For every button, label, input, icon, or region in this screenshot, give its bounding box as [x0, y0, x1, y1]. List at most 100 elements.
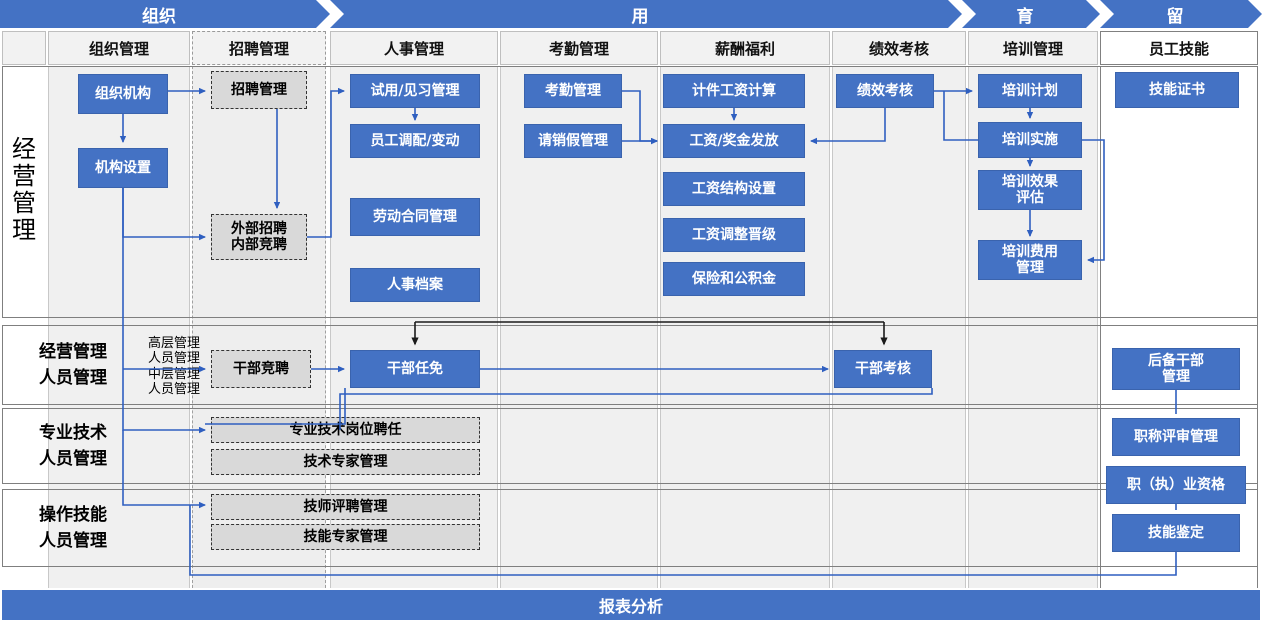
node-label: 内部竞聘 — [231, 237, 287, 253]
node-label: 培训效果 — [1002, 173, 1058, 190]
column-header-recruit-mgmt[interactable]: 招聘管理 — [192, 31, 326, 65]
node-label: 干部竞聘 — [233, 360, 289, 377]
node-label: 招聘管理 — [231, 81, 287, 98]
phase-chevron-4: 留 — [1100, 0, 1262, 28]
column-header-performance[interactable]: 绩效考核 — [832, 31, 966, 65]
node-label: 劳动合同管理 — [373, 208, 457, 225]
node-title-review-mgmt[interactable]: 职称评审管理 — [1112, 418, 1240, 456]
column-header-label: 薪酬福利 — [714, 39, 775, 58]
row-label-char: 理 — [12, 215, 36, 244]
phase-chevron-2: 用 — [330, 0, 962, 28]
phase-chevron-label: 组织 — [142, 6, 176, 27]
node-label: 培训计划 — [1002, 82, 1058, 99]
node-label: 职（执）业资格 — [1127, 476, 1225, 493]
node-org-structure[interactable]: 组织机构 — [78, 74, 168, 114]
node-wage-structure[interactable]: 工资结构设置 — [663, 172, 805, 206]
phase-chevron-1: 组织 — [0, 0, 330, 28]
node-recruit-mgmt[interactable]: 招聘管理 — [211, 71, 307, 109]
column-header-label: 组织管理 — [88, 39, 149, 58]
node-label: 工资/奖金发放 — [689, 132, 779, 149]
node-label: 管理 — [1162, 369, 1190, 385]
column-header-label: 培训管理 — [1002, 39, 1063, 58]
row-label-char: 管 — [12, 189, 36, 217]
node-label: 培训费用 — [1002, 243, 1058, 260]
node-attendance-mgmt[interactable]: 考勤管理 — [524, 74, 622, 108]
node-tech-expert-mgmt[interactable]: 技术专家管理 — [211, 449, 480, 475]
node-org-setting[interactable]: 机构设置 — [78, 148, 168, 188]
node-insurance-fund[interactable]: 保险和公积金 — [663, 262, 805, 296]
column-header-label: 考勤管理 — [548, 39, 609, 58]
phase-chevron-label: 留 — [1166, 6, 1184, 27]
column-header-hr-mgmt[interactable]: 人事管理 — [330, 31, 498, 65]
node-hr-archive[interactable]: 人事档案 — [350, 268, 480, 302]
bottom-bar-report-analysis[interactable]: 报表分析 — [2, 590, 1260, 620]
column-header-attendance-mgmt[interactable]: 考勤管理 — [500, 31, 658, 65]
node-label: 人事档案 — [387, 276, 443, 293]
node-label: 技师评聘管理 — [303, 498, 388, 515]
column-header-label: 员工技能 — [1148, 39, 1209, 58]
node-cadre-assessment[interactable]: 干部考核 — [834, 350, 932, 388]
node-staff-transfer[interactable]: 员工调配/变动 — [350, 124, 480, 158]
side-note-management-levels: 高层管理 人员管理 中层管理 人员管理 — [147, 336, 200, 397]
node-training-effect-eval[interactable]: 培训效果评估 — [978, 170, 1082, 210]
bottom-bar-label: 报表分析 — [598, 597, 663, 616]
node-label: 管理 — [1016, 260, 1044, 276]
column-header-org-mgmt[interactable]: 组织管理 — [48, 31, 190, 65]
row-band-1 — [2, 66, 1258, 318]
node-external-internal-recruit[interactable]: 外部招聘内部竞聘 — [211, 214, 307, 260]
column-header-row-label[interactable] — [2, 31, 46, 65]
column-band-performance — [832, 66, 966, 588]
row-label-char: 经 — [12, 135, 36, 164]
node-skill-expert-mgmt[interactable]: 技能专家管理 — [211, 524, 480, 550]
node-label: 评估 — [1016, 190, 1044, 206]
node-training-cost-mgmt[interactable]: 培训费用管理 — [978, 240, 1082, 280]
node-label: 干部考核 — [855, 360, 911, 377]
row-label-line: 人员管理 — [39, 531, 107, 551]
node-reserve-cadre-mgmt[interactable]: 后备干部管理 — [1112, 348, 1240, 390]
node-wage-adjust[interactable]: 工资调整晋级 — [663, 218, 805, 252]
node-cadre-competition[interactable]: 干部竞聘 — [211, 350, 311, 388]
node-label: 培训实施 — [1002, 131, 1058, 148]
node-label: 组织机构 — [95, 85, 151, 102]
node-label: 工资调整晋级 — [692, 226, 776, 243]
row-label-professional-tech-personnel: 专业技术人员管理 — [4, 408, 142, 484]
node-label: 技能专家管理 — [303, 528, 388, 545]
node-professional-post-appointment[interactable]: 专业技术岗位聘任 — [211, 417, 480, 443]
node-label: 专业技术岗位聘任 — [289, 421, 402, 438]
node-performance-review[interactable]: 绩效考核 — [836, 74, 934, 108]
node-technician-appraisal[interactable]: 技师评聘管理 — [211, 494, 480, 520]
node-label: 工资结构设置 — [692, 180, 776, 197]
column-header-label: 人事管理 — [383, 39, 444, 58]
node-label: 考勤管理 — [545, 82, 601, 99]
node-probation-mgmt[interactable]: 试用/见习管理 — [350, 74, 480, 108]
phase-chevron-label: 育 — [1016, 6, 1034, 27]
row-label-line: 人员管理 — [39, 449, 107, 469]
column-header-training-mgmt[interactable]: 培训管理 — [968, 31, 1098, 65]
node-training-exec[interactable]: 培训实施 — [978, 122, 1082, 158]
node-cadre-appointment[interactable]: 干部任免 — [350, 350, 480, 388]
node-label: 干部任免 — [387, 360, 443, 377]
node-piece-wage-calc[interactable]: 计件工资计算 — [663, 74, 805, 108]
node-label: 后备干部 — [1148, 352, 1204, 369]
node-professional-qualification[interactable]: 职（执）业资格 — [1106, 466, 1246, 504]
row-label-line: 经营管理 — [39, 341, 107, 362]
node-skill-certificate[interactable]: 技能证书 — [1115, 72, 1239, 108]
column-header-label: 绩效考核 — [868, 39, 929, 58]
row-band-3 — [2, 408, 1258, 484]
column-header-employee-skill[interactable]: 员工技能 — [1100, 31, 1258, 65]
row-label-char: 营 — [12, 162, 36, 191]
column-header-label: 招聘管理 — [228, 39, 289, 58]
phase-chevron-label: 用 — [631, 6, 649, 27]
node-label: 请销假管理 — [538, 132, 608, 149]
node-leave-mgmt[interactable]: 请销假管理 — [524, 124, 622, 158]
node-label: 绩效考核 — [857, 82, 913, 99]
node-training-plan[interactable]: 培训计划 — [978, 74, 1082, 108]
node-wage-bonus-pay[interactable]: 工资/奖金发放 — [663, 124, 805, 158]
node-skill-assessment[interactable]: 技能鉴定 — [1112, 514, 1240, 552]
node-labor-contract[interactable]: 劳动合同管理 — [350, 198, 480, 236]
column-header-salary-benefit[interactable]: 薪酬福利 — [660, 31, 830, 65]
node-label: 保险和公积金 — [692, 270, 776, 287]
node-label: 试用/见习管理 — [370, 82, 460, 99]
row-label-operation-skill-personnel: 操作技能人员管理 — [4, 489, 142, 567]
